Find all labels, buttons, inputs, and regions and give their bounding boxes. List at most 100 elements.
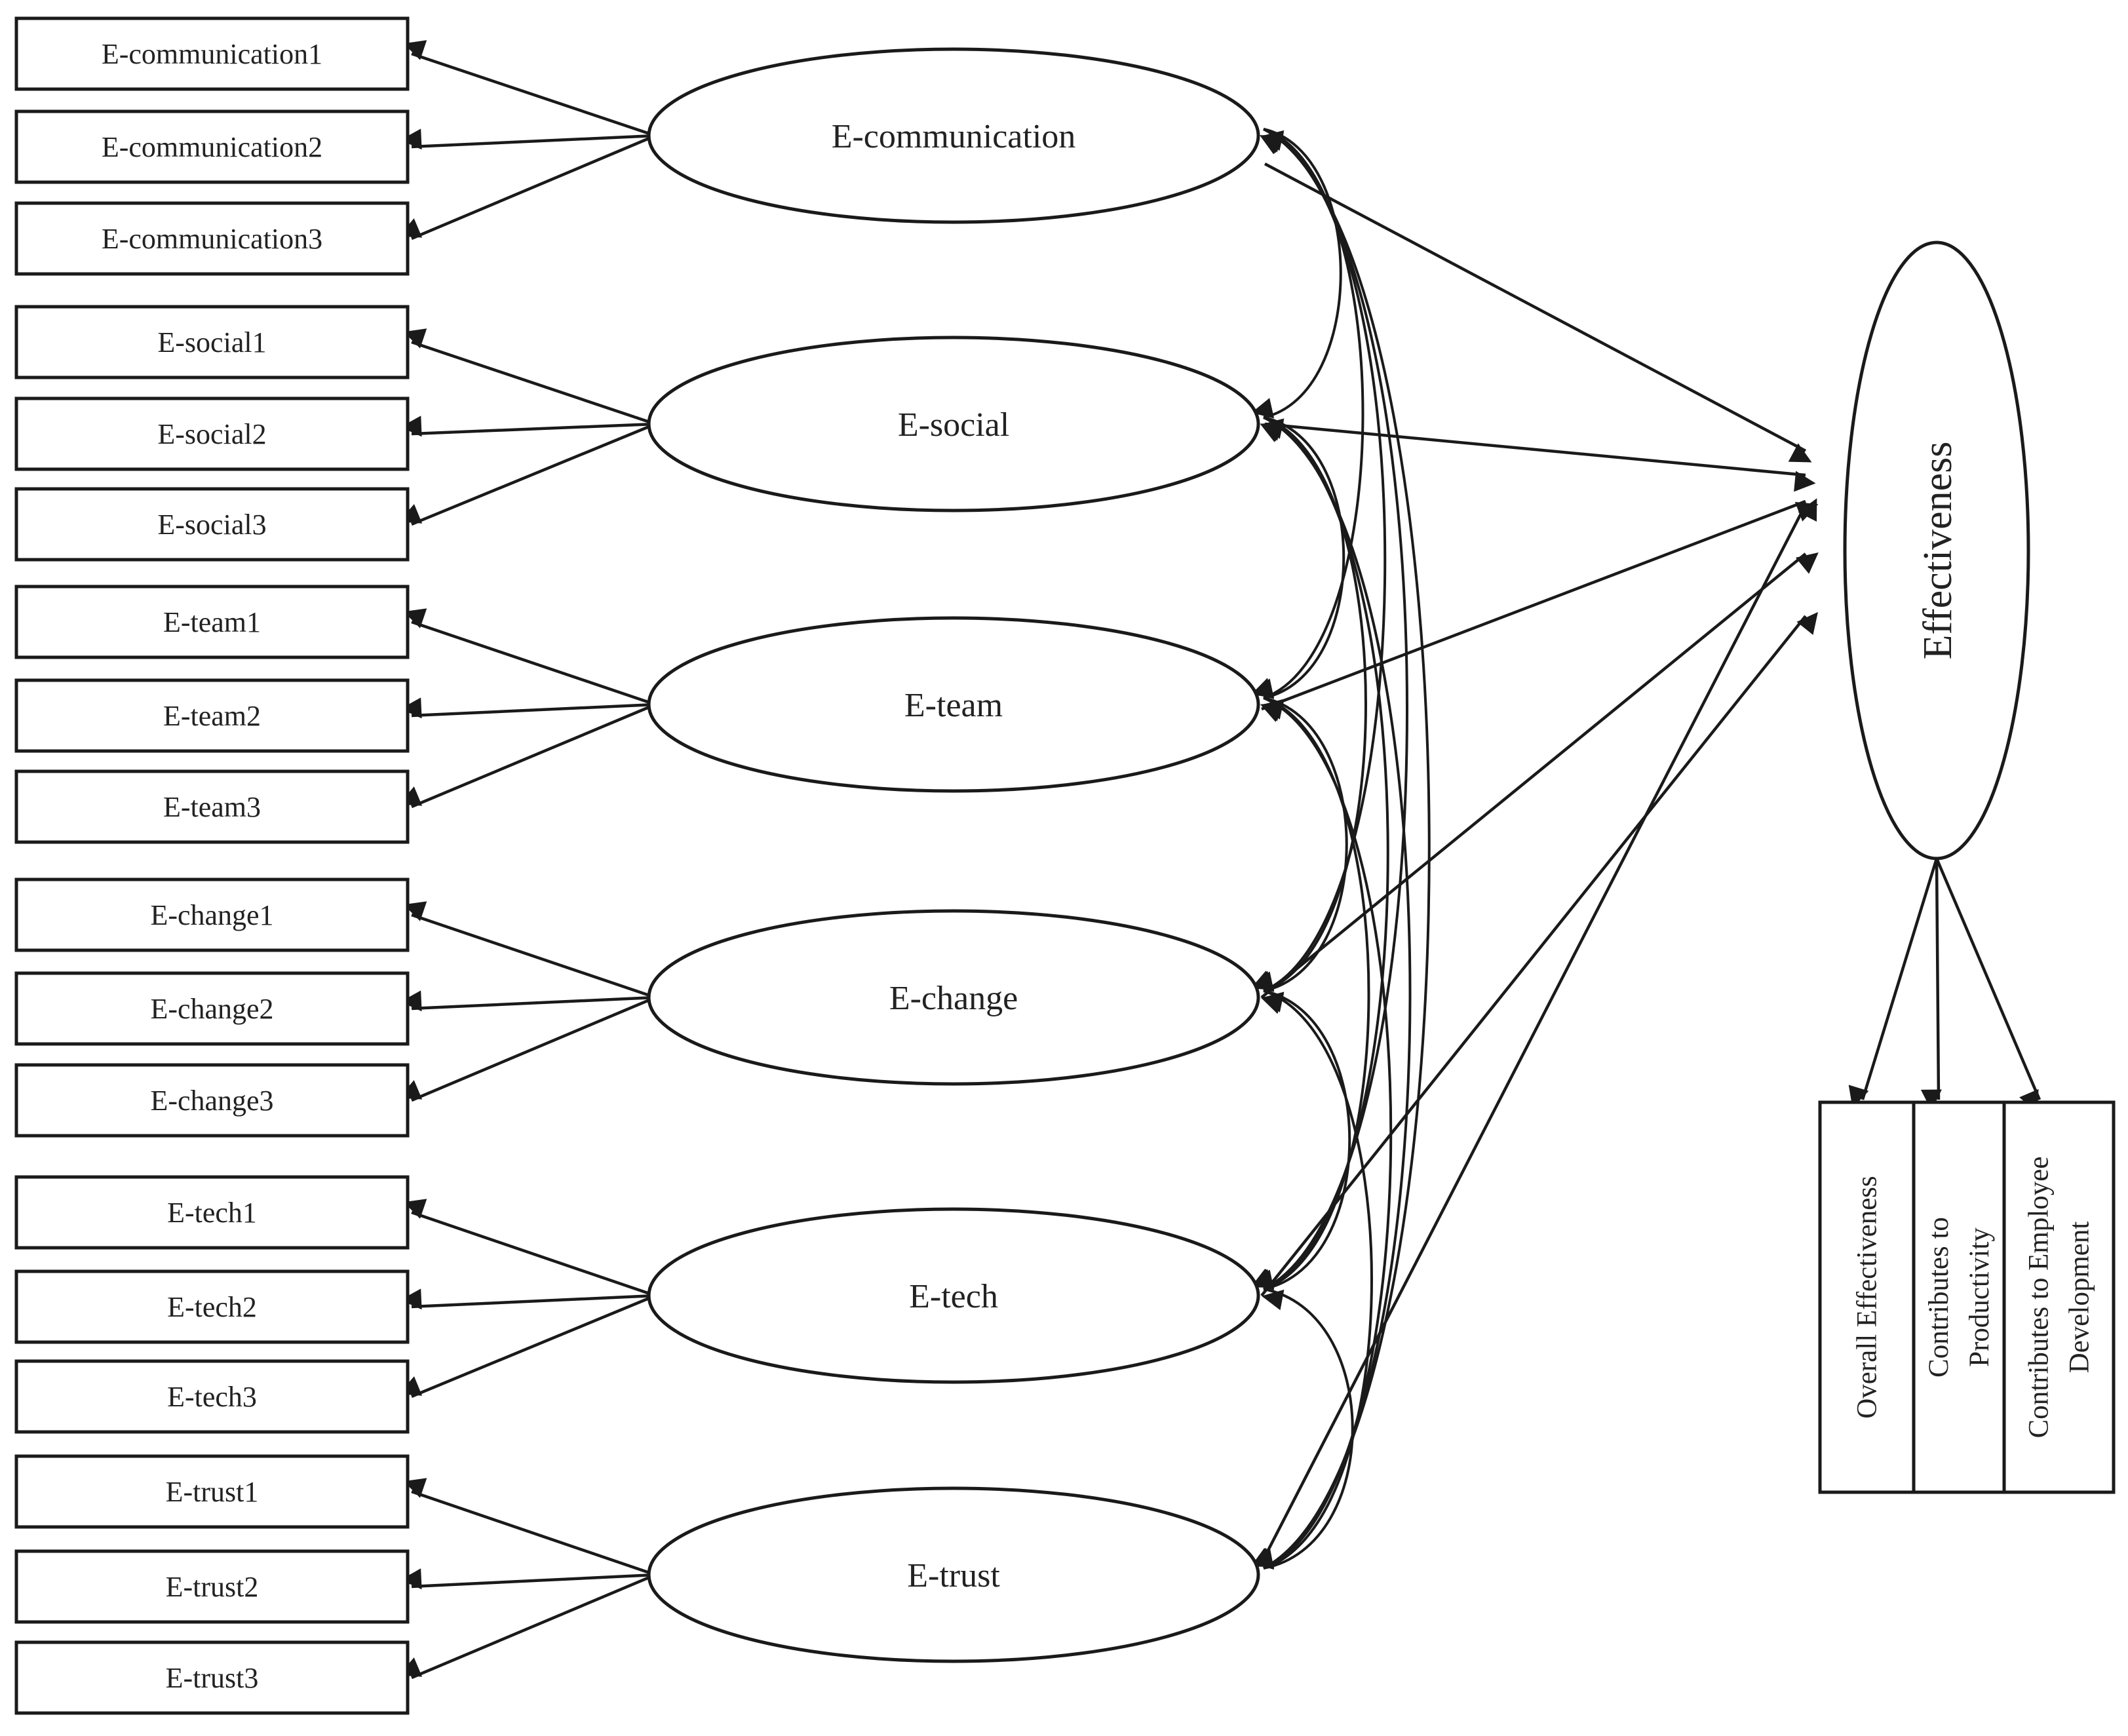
covariance-curve-comm-team <box>1250 128 1364 699</box>
loading-arrow-team-2 <box>400 697 656 719</box>
covariance-curve-team-trust <box>1250 697 1393 1570</box>
covariance-curve-tech-trust <box>1251 1288 1354 1570</box>
outcome-loading-arrow-3 <box>1935 858 2041 1113</box>
indicator-box <box>14 1549 410 1624</box>
latent-ellipse-change <box>647 909 1260 1086</box>
outcome-indicator-label: Overall Effectiveness <box>1852 1176 1883 1419</box>
loading-arrow-social-3 <box>398 422 656 526</box>
outcome-indicator-label: Development <box>2064 1222 2095 1374</box>
structural-path-team <box>1261 499 1819 711</box>
indicator-label: E-tech2 <box>167 1291 257 1323</box>
outcome-indicator-label: Contributes to Employee <box>2024 1157 2055 1438</box>
covariance-curve-team-tech <box>1250 697 1370 1290</box>
covariance-curve-social-change <box>1250 416 1367 992</box>
indicator-label: E-communication3 <box>102 223 322 255</box>
structural-path-comm <box>1264 163 1812 463</box>
indicator-box <box>14 201 410 276</box>
loading-arrow-comm-2 <box>400 128 656 150</box>
indicator-box <box>14 971 410 1046</box>
covariance-curve-social-team <box>1251 416 1345 699</box>
indicator-box <box>14 585 410 659</box>
covariance-curve-change-tech <box>1251 990 1351 1290</box>
covariance-curve-change-trust <box>1250 990 1373 1570</box>
structural-path-social <box>1264 422 1816 492</box>
indicator-box <box>14 1640 410 1715</box>
indicator-box <box>14 1063 410 1138</box>
outcome-indicator-label: Productivity <box>1964 1227 1995 1367</box>
latent-label-comm: E-communication <box>832 118 1076 155</box>
indicator-box <box>14 16 410 91</box>
loading-arrow-change-2 <box>400 990 656 1012</box>
indicator-label: E-change3 <box>150 1085 273 1117</box>
indicator-box <box>14 1454 410 1529</box>
structural-path-trust <box>1260 498 1817 1564</box>
nodes-layer: E-communication1E-communication2E-commun… <box>14 16 2116 1715</box>
loading-arrow-tech-1 <box>403 1199 656 1298</box>
indicator-box <box>14 305 410 379</box>
indicator-label: E-team1 <box>163 606 261 638</box>
outcome-loading-arrow-1 <box>1848 858 1939 1108</box>
indicator-label: E-change2 <box>150 993 273 1025</box>
indicator-label: E-trust2 <box>166 1571 259 1603</box>
covariance-curve-team-change <box>1251 697 1348 992</box>
loading-arrow-comm-1 <box>403 40 656 138</box>
covariance-curve-social-tech <box>1250 416 1389 1290</box>
latent-ellipse-trust <box>647 1486 1260 1663</box>
loading-arrow-team-1 <box>403 608 656 706</box>
indicator-label: E-team3 <box>163 791 261 823</box>
outcome-ellipse-effectiveness <box>1843 241 2030 860</box>
latent-ellipse-social <box>647 336 1260 512</box>
indicator-label: E-tech3 <box>167 1381 257 1413</box>
structural-path-tech <box>1260 611 1818 1297</box>
outcome-loading-arrow-2 <box>1920 858 1942 1111</box>
indicator-label: E-communication2 <box>102 131 322 163</box>
indicator-label: E-social3 <box>157 509 266 541</box>
indicator-label: E-change1 <box>150 899 273 931</box>
indicator-label: E-trust3 <box>166 1662 259 1694</box>
edges-layer <box>398 40 2041 1680</box>
loading-arrow-tech-3 <box>398 1294 656 1398</box>
latent-label-social: E-social <box>898 406 1009 444</box>
latent-ellipse-tech <box>647 1207 1260 1384</box>
loading-arrow-trust-1 <box>403 1478 656 1577</box>
indicator-box <box>14 1269 410 1344</box>
latent-ellipse-comm <box>647 47 1260 224</box>
indicator-label: E-social2 <box>157 418 266 450</box>
indicator-label: E-team2 <box>163 700 261 732</box>
outcome-indicator-box <box>1912 1100 2006 1494</box>
loading-arrow-team-3 <box>398 703 656 809</box>
indicator-box <box>14 487 410 562</box>
indicator-box <box>14 1359 410 1434</box>
outcome-indicator-label: Contributes to <box>1924 1217 1954 1378</box>
latent-label-tech: E-tech <box>909 1278 998 1315</box>
loading-arrow-trust-2 <box>400 1568 656 1590</box>
loading-arrow-change-3 <box>398 995 656 1102</box>
loading-arrow-change-1 <box>403 901 656 999</box>
indicator-box <box>14 1175 410 1250</box>
latent-label-team: E-team <box>904 687 1003 724</box>
indicator-label: E-social1 <box>157 326 266 358</box>
indicator-box <box>14 769 410 844</box>
indicator-box <box>14 109 410 184</box>
loading-arrow-social-1 <box>403 328 656 426</box>
covariance-curve-comm-social <box>1251 128 1342 419</box>
loading-arrow-comm-3 <box>398 134 656 241</box>
structural-path-change <box>1260 552 1819 999</box>
latent-label-trust: E-trust <box>907 1557 1000 1594</box>
covariance-curve-comm-change <box>1250 128 1387 992</box>
loading-arrow-trust-3 <box>398 1573 656 1680</box>
latent-ellipse-team <box>647 616 1260 793</box>
loading-arrow-tech-2 <box>400 1288 656 1310</box>
outcome-indicator-box <box>2002 1100 2116 1494</box>
latent-label-change: E-change <box>889 980 1018 1017</box>
outcome-label: Effectiveness <box>1916 442 1960 660</box>
indicator-label: E-tech1 <box>167 1197 257 1229</box>
indicator-label: E-trust1 <box>166 1476 259 1508</box>
indicator-box <box>14 678 410 753</box>
indicator-box <box>14 396 410 471</box>
loading-arrow-social-2 <box>400 415 656 437</box>
indicator-label: E-communication1 <box>102 38 322 70</box>
indicator-box <box>14 878 410 952</box>
outcome-indicator-box <box>1818 1100 1916 1494</box>
